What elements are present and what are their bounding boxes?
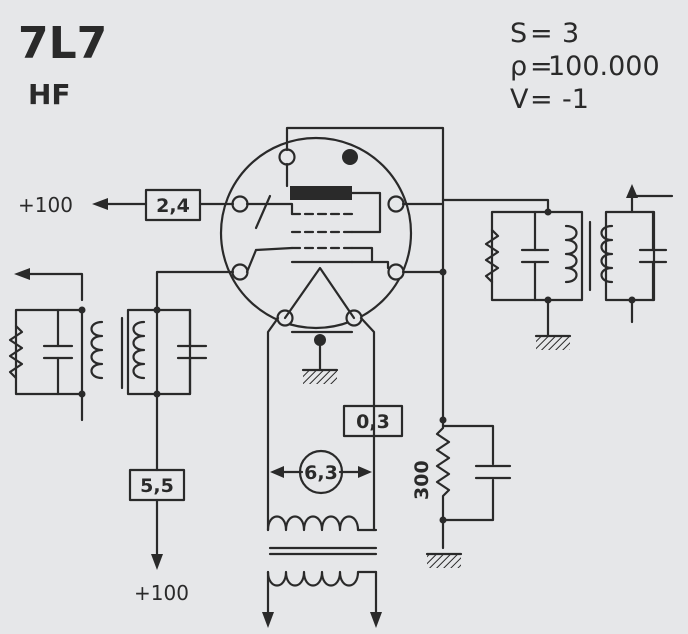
right-coil-primary — [564, 224, 578, 284]
right-transformer — [484, 184, 674, 350]
heater-voltage-label: 6,3 — [304, 462, 338, 484]
heater-circuit: 0,3 6,3 — [262, 316, 404, 628]
heater-current-box — [342, 404, 404, 438]
grid-wiring — [153, 270, 235, 396]
left-arrow-icon — [14, 268, 30, 280]
right-resistor — [484, 228, 500, 284]
left-coil-primary — [90, 320, 104, 380]
cathode-resistor-network: 300 — [411, 416, 512, 568]
cathode-resistor-label: 300 — [411, 460, 433, 500]
tube-ground-icon — [303, 370, 337, 384]
right-coil-secondary — [600, 224, 614, 284]
left-transformer — [8, 268, 208, 422]
filament — [283, 266, 356, 320]
plate-arrow-icon — [151, 554, 163, 570]
spec-v-symbol: V — [510, 84, 529, 115]
pin-left-lower — [231, 263, 249, 281]
screen-arrow-icon — [92, 198, 108, 210]
pin-top-left — [278, 148, 296, 166]
spec-s: S = 3 — [510, 18, 579, 49]
heater-current-label: 0,3 — [356, 411, 390, 433]
screen-supply: 2,4 +100 — [18, 188, 235, 222]
heater-voltage-arrow-left-icon — [270, 466, 284, 478]
anode-plate — [290, 186, 352, 200]
mains-arrow-left-icon — [262, 612, 274, 628]
left-resistor — [8, 324, 24, 380]
pin-right-lower — [387, 263, 405, 281]
screen-resistor-label: 2,4 — [156, 195, 190, 217]
heater-voltage-arrow-right-icon — [358, 466, 372, 478]
pin-left-upper — [231, 195, 249, 213]
plate-resistor-label: 5,5 — [140, 475, 174, 497]
pin-key — [342, 149, 358, 165]
pin-right-upper — [387, 195, 405, 213]
tube-type: HF — [28, 78, 71, 111]
cathode-ground-icon — [427, 554, 461, 568]
heater-voltage-circle — [298, 449, 344, 495]
tube-electrodes — [245, 162, 390, 320]
spec-s-value: 3 — [562, 18, 579, 49]
tube-name: 7L7 — [18, 18, 107, 69]
tube-envelope — [219, 136, 413, 330]
right-ground-icon — [536, 336, 570, 350]
mains-arrow-right-icon — [370, 612, 382, 628]
plate-wiring — [285, 126, 552, 422]
heater-transformer-secondary — [266, 515, 378, 532]
left-coil-secondary — [132, 320, 146, 380]
plate-voltage-label: +100 — [134, 581, 189, 605]
spec-rho-value: 100.000 — [548, 51, 660, 82]
spec-v-eq: = — [530, 84, 553, 115]
heater-transformer-primary — [266, 570, 378, 587]
cathode-ground — [290, 330, 354, 384]
spec-v: V = -1 — [510, 84, 589, 115]
spec-rho-eq: = — [530, 51, 553, 82]
spec-s-symbol: S — [510, 18, 527, 49]
spec-v-value: -1 — [562, 84, 589, 115]
plate-supply: 5,5 +100 — [128, 392, 189, 605]
screen-voltage-label: +100 — [18, 193, 73, 217]
right-arrow-icon — [626, 184, 638, 198]
spec-rho-symbol: ρ — [510, 51, 527, 82]
spec-rho: ρ = 100.000 — [510, 51, 660, 82]
spec-s-eq: = — [530, 18, 553, 49]
cathode-resistor — [435, 418, 451, 550]
